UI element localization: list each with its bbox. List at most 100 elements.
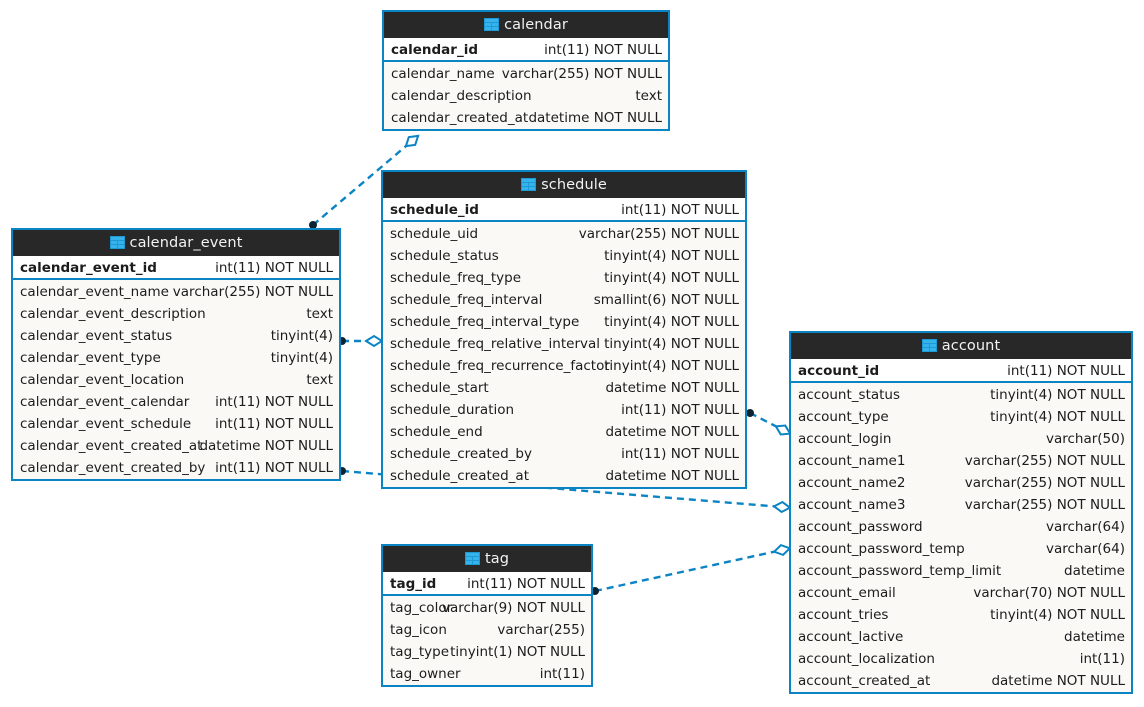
column-name: tag_owner xyxy=(390,666,461,682)
column-name: calendar_created_at xyxy=(391,110,529,126)
relationship-calendar-event-to-schedule[interactable] xyxy=(338,334,384,348)
column-type: varchar(255) NOT NULL xyxy=(964,497,1125,513)
column-row[interactable]: account_name3 varchar(255) NOT NULL xyxy=(791,494,1131,516)
column-name: account_localization xyxy=(798,651,935,667)
column-type: tinyint(4) NOT NULL xyxy=(990,409,1125,425)
entity-table-calendar_event[interactable]: calendar_event calendar_event_id int(11) N… xyxy=(11,228,341,481)
column-type: varchar(64) xyxy=(1045,541,1125,557)
column-type: int(11) NOT NULL xyxy=(467,576,585,592)
column-type: varchar(255) NOT NULL xyxy=(964,475,1125,491)
entity-header-tag[interactable]: tag xyxy=(383,546,591,572)
column-name: calendar_event_id xyxy=(20,260,157,276)
column-name: schedule_freq_relative_interval xyxy=(390,336,601,352)
entity-header-account[interactable]: account xyxy=(791,333,1131,359)
column-type: int(11) NOT NULL xyxy=(544,42,662,58)
column-name: account_id xyxy=(798,363,880,379)
column-type: int(11) xyxy=(1079,651,1125,667)
column-name: calendar_event_status xyxy=(20,328,173,344)
column-row[interactable]: account_name2 varchar(255) NOT NULL xyxy=(791,472,1131,494)
entity-header-calendar_event[interactable]: calendar_event xyxy=(13,230,339,256)
column-row[interactable]: account_password_temp varchar(64) xyxy=(791,538,1131,560)
column-name: account_password_temp xyxy=(798,541,965,557)
column-name: schedule_id xyxy=(390,202,479,218)
table-icon xyxy=(464,551,485,567)
column-row[interactable]: tag_owner int(11) xyxy=(383,663,591,685)
column-type: varchar(70) NOT NULL xyxy=(973,585,1125,601)
column-name: schedule_status xyxy=(390,248,499,264)
column-type: int(11) NOT NULL xyxy=(1007,363,1125,379)
column-name: schedule_created_at xyxy=(390,468,529,484)
entity-header-schedule[interactable]: schedule xyxy=(383,172,745,198)
column-name: calendar_event_type xyxy=(20,350,161,366)
column-type: int(11) NOT NULL xyxy=(215,260,333,276)
column-type: varchar(255) NOT NULL xyxy=(578,226,739,242)
table-icon xyxy=(109,235,130,251)
column-name: account_name3 xyxy=(798,497,906,513)
column-type: int(11) NOT NULL xyxy=(621,402,739,418)
relationship-tag-to-account[interactable] xyxy=(591,543,792,595)
column-type: int(11) xyxy=(539,666,585,682)
column-row[interactable]: account_localization int(11) xyxy=(791,648,1131,670)
relationship-line xyxy=(749,411,784,432)
column-name: schedule_created_by xyxy=(390,446,532,462)
column-name: calendar_event_name xyxy=(20,284,169,300)
column-name: account_login xyxy=(798,431,892,447)
primary-key-row[interactable]: calendar_event_id int(11) NOT NULL xyxy=(13,256,339,280)
entity-header-calendar[interactable]: calendar xyxy=(384,12,668,38)
primary-key-row[interactable]: account_id int(11) NOT NULL xyxy=(791,359,1131,383)
entity-title: calendar_event xyxy=(129,235,243,251)
relationship-schedule-to-account[interactable] xyxy=(746,409,792,438)
column-name: account_tries xyxy=(798,607,889,623)
column-name: account_name2 xyxy=(798,475,906,491)
column-type: tinyint(4) NOT NULL xyxy=(604,358,739,374)
column-type: varchar(255) xyxy=(497,622,585,638)
column-type: text xyxy=(306,372,333,388)
